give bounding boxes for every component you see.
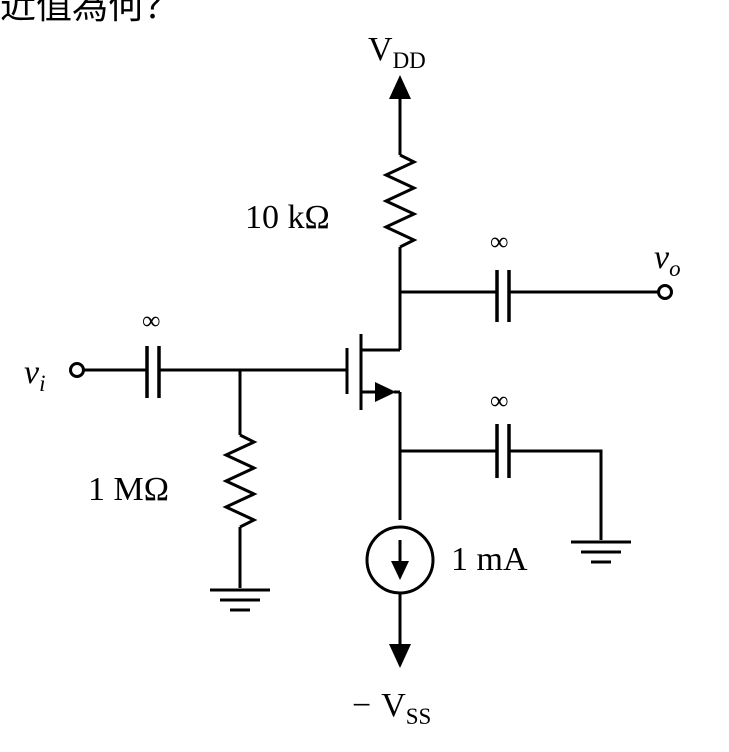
bypass-ground-symbol [571,540,631,564]
vss-arrow [389,593,411,668]
current-source [365,525,435,595]
mosfet-transistor [345,334,400,410]
input-coupling-capacitor [145,346,161,398]
drain-resistor [382,153,418,249]
bypass-cap-label: ∞ [490,386,509,415]
input-terminal [69,362,85,378]
vss-label: −VSS [352,687,431,729]
bypass-capacitor [495,424,511,478]
vdd-arrow [389,75,411,155]
gate-resistor [222,433,258,529]
output-cap-label: ∞ [490,227,509,256]
vdd-label: VDD [368,31,426,73]
gate-ground-symbol [210,588,270,612]
output-coupling-capacitor [495,270,511,322]
gate-resistor-label: 1 MΩ [88,471,169,508]
output-node-label: vo [654,239,681,281]
bypass-wire-right [509,449,603,540]
input-cap-label: ∞ [142,306,161,335]
input-node-label: vi [24,354,45,396]
output-terminal [657,284,673,300]
header-fragment: 近值為何？ [0,0,180,27]
current-source-label: 1 mA [451,541,528,578]
drain-resistor-label: 10 kΩ [245,199,330,236]
